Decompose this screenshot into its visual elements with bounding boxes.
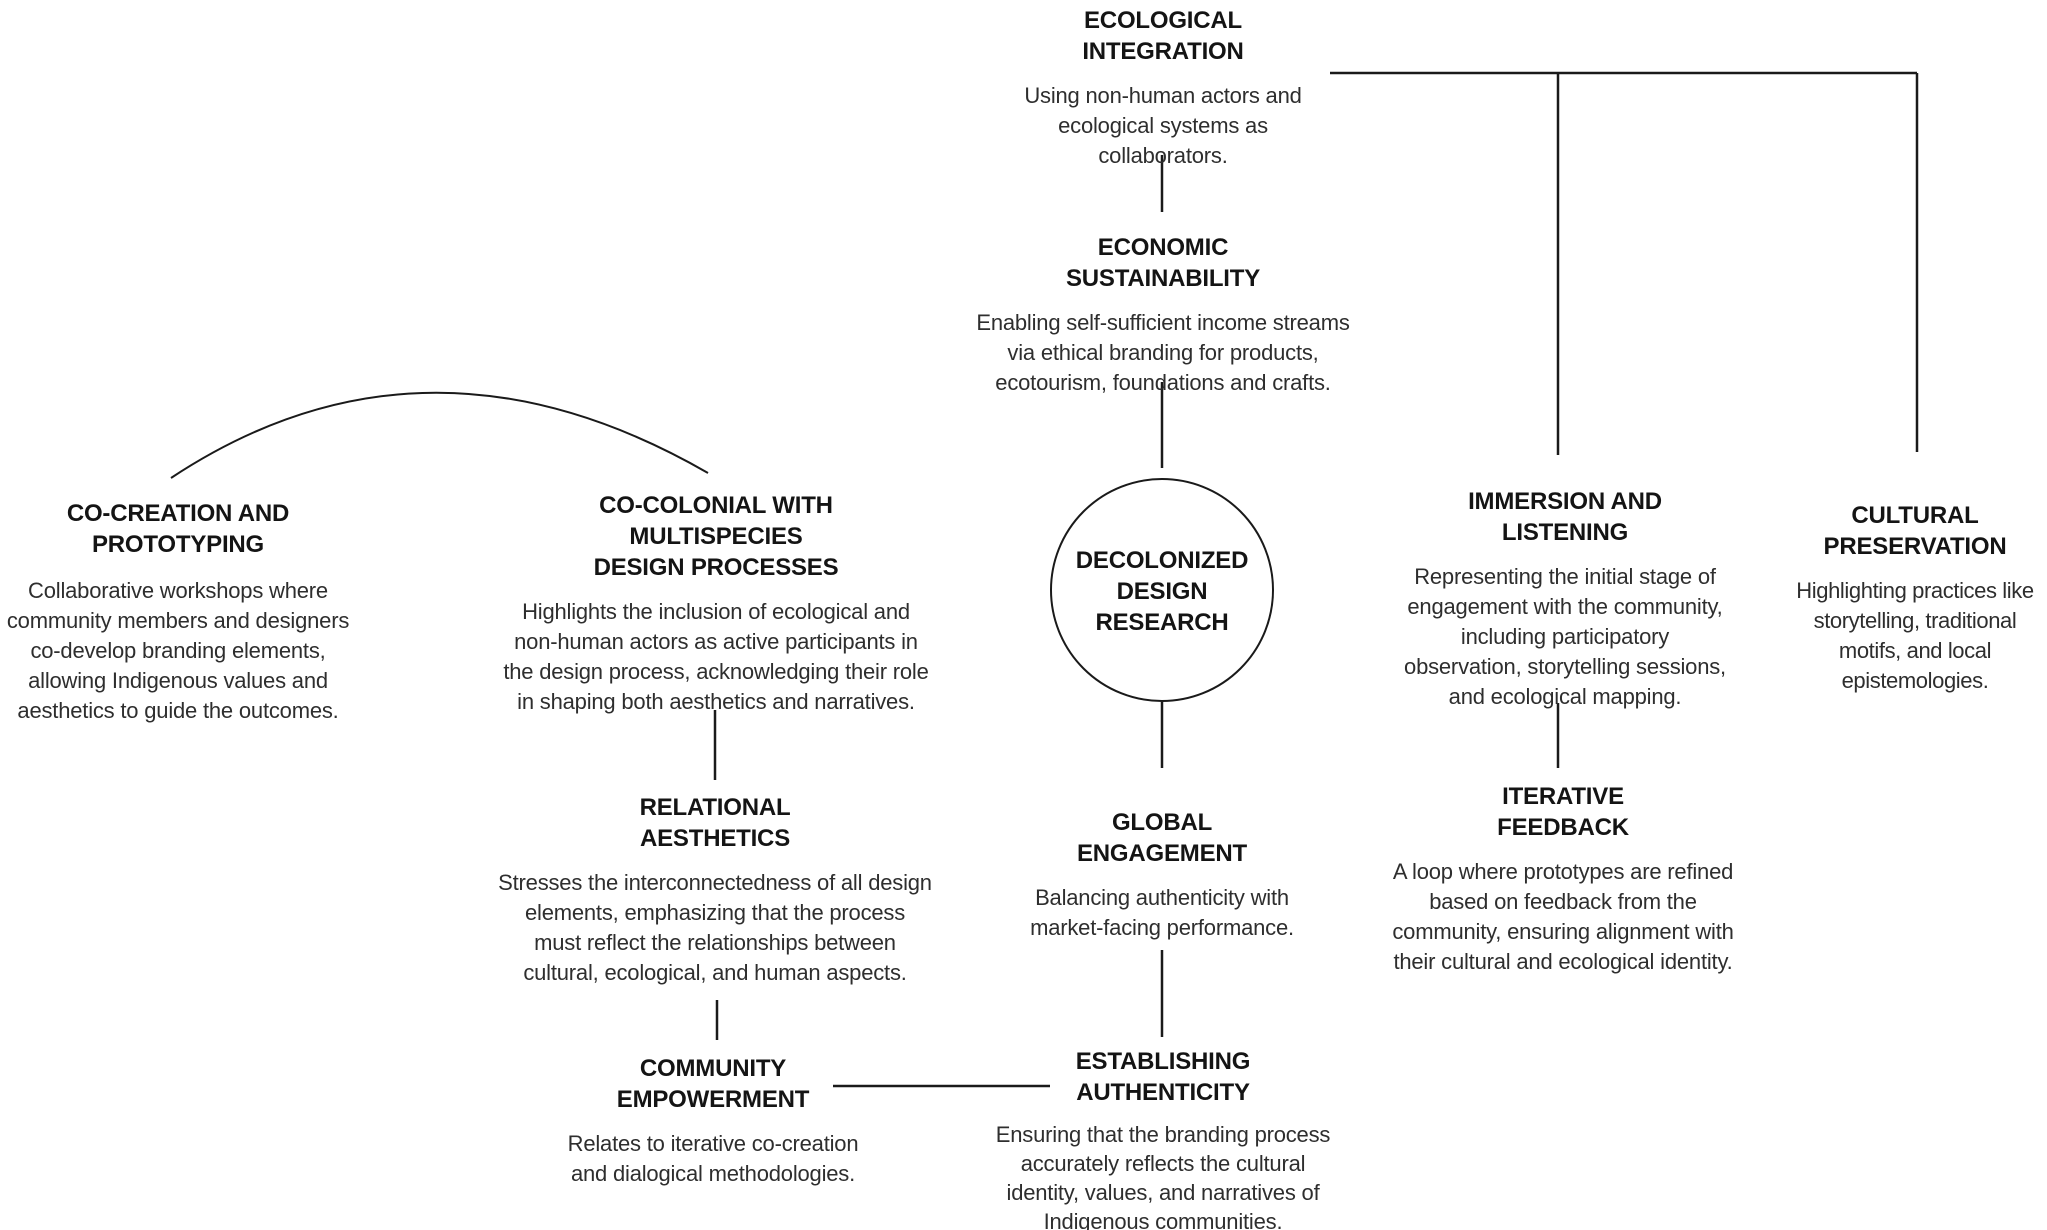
node-description: Using non-human actors and ecological sy…: [1024, 83, 1302, 168]
node-description: Collaborative workshops where community …: [6, 578, 350, 723]
node-immersion-and-listening: IMMERSION AND LISTENING Representing the…: [1355, 486, 1775, 712]
node-community-empowerment: COMMUNITY EMPOWERMENT Relates to iterati…: [523, 1053, 903, 1189]
node-co-creation-and-prototyping: CO-CREATION AND PROTOTYPING Collaborativ…: [0, 498, 388, 726]
center-node-circle: [1050, 478, 1274, 702]
node-title: CULTURAL PRESERVATION: [1823, 502, 2007, 560]
node-description: A loop where prototypes are refined base…: [1392, 859, 1734, 974]
node-cultural-preservation: CULTURAL PRESERVATION Highlighting pract…: [1765, 500, 2047, 696]
center-node-title: DECOLONIZED DESIGN RESEARCH: [1075, 547, 1249, 636]
edge-co-creation-to-co-colonial-arc: [170, 391, 709, 479]
node-title: ECONOMIC SUSTAINABILITY: [1065, 234, 1261, 292]
node-description: Stresses the interconnectedness of all d…: [498, 870, 932, 985]
node-description: Highlighting practices like storytelling…: [1796, 578, 2034, 693]
node-title: CO-COLONIAL WITH MULTISPECIES DESIGN PRO…: [593, 492, 839, 581]
node-decolonized-design-research: DECOLONIZED DESIGN RESEARCH: [1052, 545, 1272, 638]
node-description: Representing the initial stage of engage…: [1404, 564, 1726, 709]
node-description: Relates to iterative co-creation and dia…: [567, 1131, 859, 1186]
node-iterative-feedback: ITERATIVE FEEDBACK A loop where prototyp…: [1343, 781, 1783, 977]
node-title: GLOBAL ENGAGEMENT: [1076, 809, 1247, 867]
node-title: ESTABLISHING AUTHENTICITY: [1075, 1048, 1251, 1106]
node-title: ECOLOGICAL INTEGRATION: [1082, 7, 1244, 65]
node-description: Highlights the inclusion of ecological a…: [503, 599, 929, 714]
node-title: IMMERSION AND LISTENING: [1468, 488, 1662, 546]
node-relational-aesthetics: RELATIONAL AESTHETICS Stresses the inter…: [445, 792, 985, 988]
node-economic-sustainability: ECONOMIC SUSTAINABILITY Enabling self-su…: [923, 232, 1403, 398]
node-description: Ensuring that the branding process accur…: [995, 1122, 1331, 1230]
node-establishing-authenticity: ESTABLISHING AUTHENTICITY Ensuring that …: [953, 1046, 1373, 1230]
node-description: Balancing authenticity with market-facin…: [1030, 885, 1294, 940]
node-title: COMMUNITY EMPOWERMENT: [616, 1055, 810, 1113]
node-global-engagement: GLOBAL ENGAGEMENT Balancing authenticity…: [992, 807, 1332, 943]
node-ecological-integration: ECOLOGICAL INTEGRATION Using non-human a…: [973, 5, 1353, 171]
node-co-colonial-with-multispecies-design-processes: CO-COLONIAL WITH MULTISPECIES DESIGN PRO…: [446, 490, 986, 717]
node-description: Enabling self-sufficient income streams …: [976, 310, 1350, 395]
node-title: CO-CREATION AND PROTOTYPING: [66, 500, 290, 558]
node-title: ITERATIVE FEEDBACK: [1497, 783, 1629, 841]
node-title: RELATIONAL AESTHETICS: [639, 794, 791, 852]
